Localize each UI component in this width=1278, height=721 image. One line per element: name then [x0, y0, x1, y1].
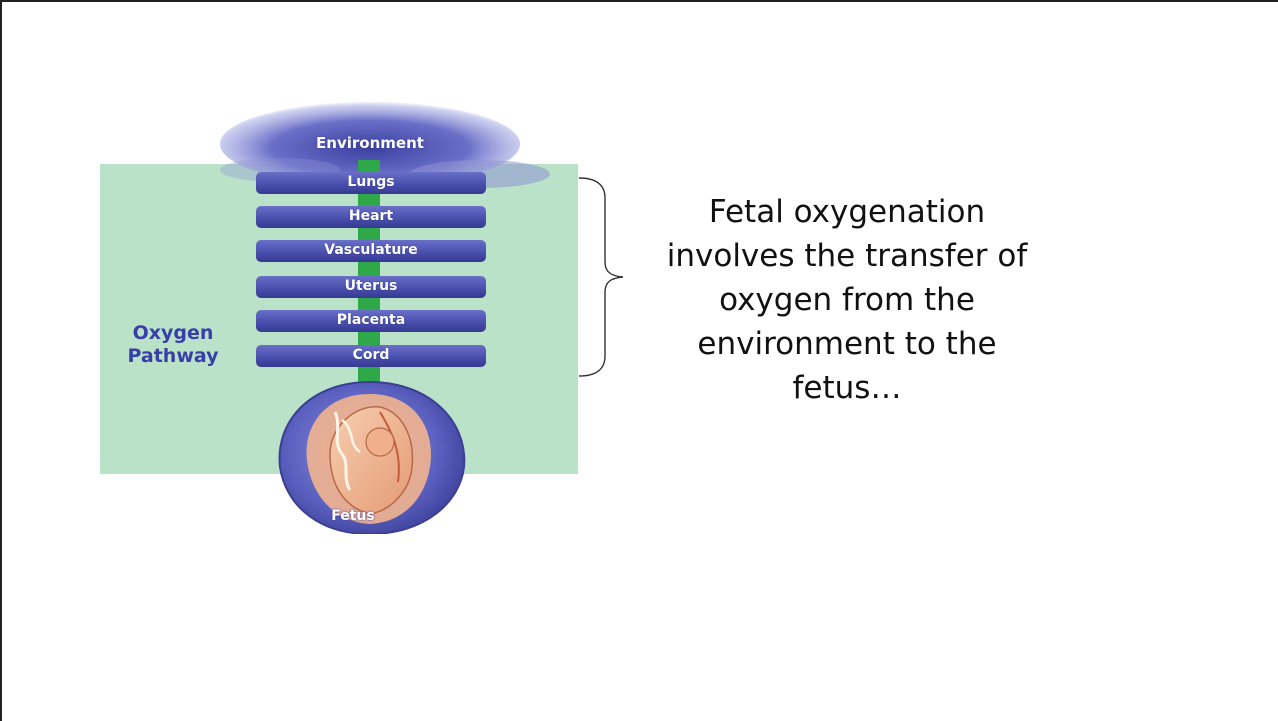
step-label-cord: Cord — [256, 347, 486, 363]
step-label-placenta: Placenta — [256, 312, 486, 328]
side-label-line2: Pathway — [108, 345, 238, 368]
step-label-heart: Heart — [256, 208, 486, 224]
step-label-uterus: Uterus — [256, 278, 486, 294]
step-label-vasculature: Vasculature — [256, 242, 486, 258]
step-label-lungs: Lungs — [256, 174, 486, 190]
oxygen-pathway-label: Oxygen Pathway — [108, 322, 238, 368]
environment-label: Environment — [288, 134, 452, 152]
curly-brace — [577, 174, 647, 384]
side-label-line1: Oxygen — [108, 322, 238, 345]
caption-text: Fetal oxygenation involves the transfer … — [657, 190, 1037, 410]
fetus-label: Fetus — [308, 508, 398, 524]
oxygen-pathway-diagram: Environment Lungs Heart Vasculature Uter… — [80, 82, 580, 534]
